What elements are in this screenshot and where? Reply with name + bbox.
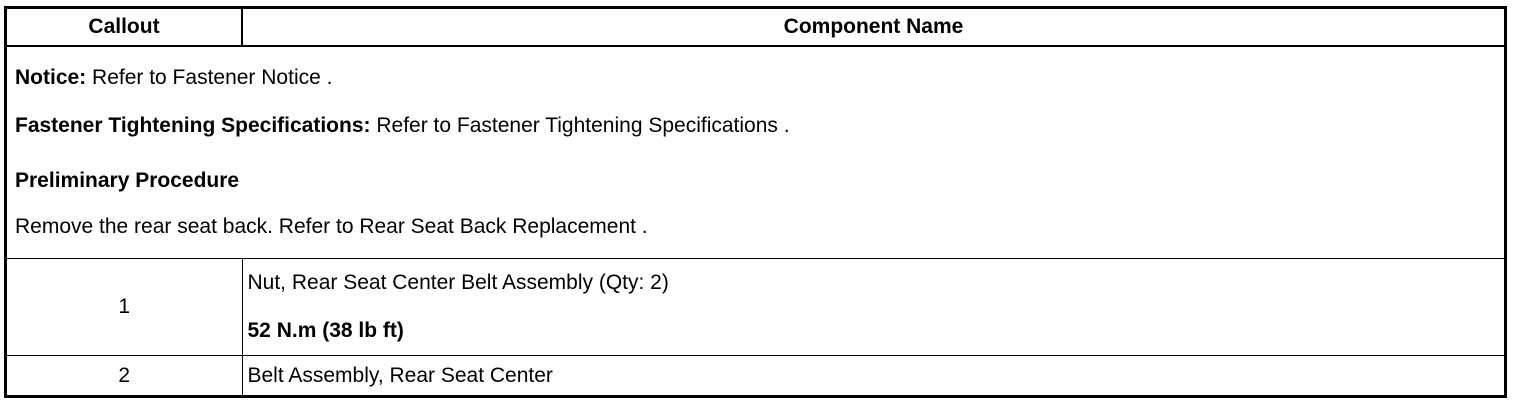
callout-cell: 2: [7, 355, 243, 396]
table-row: 2 Belt Assembly, Rear Seat Center: [7, 355, 1504, 396]
torque-spec: 52 N.m (38 lb ft): [247, 318, 404, 342]
component-name-column-header: Component Name: [241, 9, 1504, 47]
fastener-spec-text: Refer to Fastener Tightening Specificati…: [370, 113, 790, 137]
notice-text: Refer to Fastener Notice .: [86, 66, 333, 90]
notice-line: Notice: Refer to Fastener Notice .: [12, 59, 1499, 99]
component-cell: Nut, Rear Seat Center Belt Assembly (Qty…: [241, 258, 1504, 356]
callout-cell: 1: [7, 258, 243, 356]
component-table: Callout Component Name Notice: Refer to …: [7, 9, 1504, 396]
table-header-row: Callout Component Name: [7, 9, 1504, 47]
preliminary-step-line: Remove the rear seat back. Refer to Rear…: [12, 209, 1499, 247]
notes-cell: Notice: Refer to Fastener Notice . Faste…: [7, 45, 1504, 259]
notice-label: Notice:: [15, 66, 87, 90]
table-row: 1 Nut, Rear Seat Center Belt Assembly (Q…: [7, 258, 1504, 356]
preliminary-step-text: Remove the rear seat back. Refer to Rear…: [15, 215, 648, 239]
component-name: Belt Assembly, Rear Seat Center: [241, 355, 1504, 396]
preliminary-heading-line: Preliminary Procedure: [12, 154, 1499, 209]
notes-row: Notice: Refer to Fastener Notice . Faste…: [7, 45, 1504, 259]
fastener-spec-label: Fastener Tightening Specifications:: [15, 113, 371, 137]
callout-column-header: Callout: [7, 9, 243, 47]
preliminary-procedure-heading: Preliminary Procedure: [15, 168, 240, 192]
component-table-frame: Callout Component Name Notice: Refer to …: [4, 6, 1507, 398]
fastener-spec-line: Fastener Tightening Specifications: Refe…: [12, 99, 1499, 154]
component-name: Nut, Rear Seat Center Belt Assembly (Qty…: [247, 271, 669, 294]
